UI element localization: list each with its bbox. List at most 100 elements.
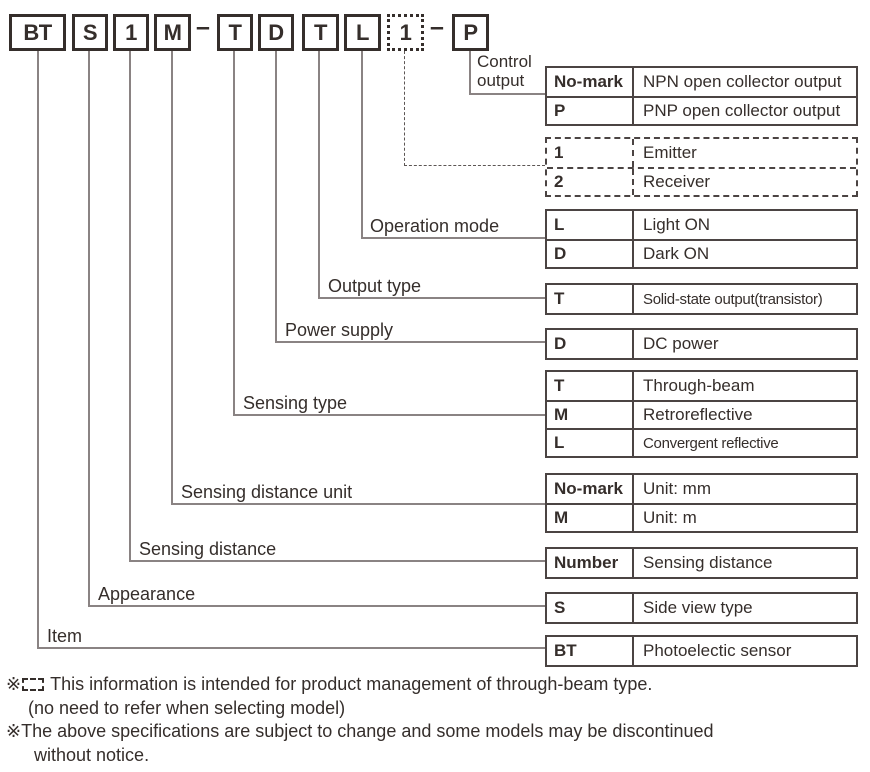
code-cell: 2 — [547, 169, 634, 195]
label-sensing-distance-unit: Sensing distance unit — [181, 482, 353, 502]
code-box-1-dashed: 1 — [387, 14, 424, 51]
desc-cell: NPN open collector output — [643, 72, 842, 91]
connector-appearance — [88, 51, 90, 607]
desc-cell: Through-beam — [643, 376, 755, 395]
connector-sensing-distance-unit — [171, 51, 173, 505]
code-cell: No-mark — [547, 475, 634, 503]
connector-power-supply — [275, 51, 277, 343]
table-row: P PNP open collector output — [547, 96, 856, 124]
desc-cell: Sensing distance — [643, 553, 773, 572]
reference-mark: ※ — [6, 721, 22, 741]
footer-notes: ※ This information is intended for produc… — [6, 673, 866, 767]
connector-sensing-distance-h — [129, 560, 545, 562]
code-cell: P — [547, 98, 634, 124]
code-box-p: P — [452, 14, 489, 51]
code-cell: M — [547, 402, 634, 428]
code-box-s: S — [72, 14, 108, 51]
dashed-box-icon — [22, 678, 45, 691]
table-sensing-distance-unit: No-mark Unit: mm M Unit: m — [545, 473, 858, 533]
connector-operation-mode — [361, 51, 363, 239]
code-cell: D — [547, 241, 634, 267]
note-1-subtext: (no need to refer when selecting model) — [28, 697, 346, 718]
code-cell: 1 — [547, 139, 634, 167]
connector-power-supply-h — [275, 341, 545, 343]
code-cell: Number — [547, 549, 634, 577]
connector-beam-role-h-dashed — [404, 165, 545, 166]
desc-cell: Unit: mm — [643, 479, 711, 498]
connector-item-h — [37, 647, 545, 649]
desc-cell: PNP open collector output — [643, 101, 841, 120]
label-item: Item — [47, 626, 83, 646]
code-cell: D — [547, 330, 634, 358]
connector-item — [37, 51, 39, 649]
desc-cell: DC power — [643, 334, 719, 353]
code-box-t2: T — [302, 14, 339, 51]
label-control-output-line2: output — [477, 71, 525, 90]
code-cell: No-mark — [547, 68, 634, 96]
table-control-output: No-mark NPN open collector output P PNP … — [545, 66, 858, 126]
code-box-t1: T — [217, 14, 253, 51]
connector-appearance-h — [88, 605, 545, 607]
table-row: L Convergent reflective — [547, 428, 856, 456]
code-box-l: L — [344, 14, 381, 51]
table-row: M Retroreflective — [547, 400, 856, 428]
connector-beam-role-dashed — [404, 51, 405, 166]
label-power-supply: Power supply — [285, 320, 394, 340]
connector-control-output-h — [469, 93, 545, 95]
table-row: D Dark ON — [547, 239, 856, 267]
table-row: BT Photoelectic sensor — [547, 637, 856, 665]
label-control-output-line1: Control — [477, 52, 532, 71]
code-box-bt: BT — [9, 14, 66, 51]
code-cell: S — [547, 594, 634, 622]
connector-sensing-distance — [129, 51, 131, 562]
connector-output-type-h — [318, 297, 545, 299]
code-cell: T — [547, 285, 634, 313]
table-sensing-type: T Through-beam M Retroreflective L Conve… — [545, 370, 858, 458]
code-box-1: 1 — [113, 14, 149, 51]
label-control-output: Control output — [477, 52, 532, 90]
table-item: BT Photoelectic sensor — [545, 635, 858, 667]
table-row: No-mark NPN open collector output — [547, 68, 856, 96]
desc-cell: Light ON — [643, 215, 711, 234]
table-beam-role: 1 Emitter 2 Receiver — [545, 137, 858, 197]
code-cell: L — [547, 430, 634, 456]
connector-sensing-distance-unit-h — [171, 503, 545, 505]
desc-cell: Retroreflective — [643, 405, 753, 424]
note-1-text: This information is intended for product… — [50, 674, 653, 694]
table-power-supply: D DC power — [545, 328, 858, 360]
code-cell: M — [547, 505, 634, 531]
note-line-2: ※The above specifications are subject to… — [6, 720, 866, 744]
label-output-type: Output type — [328, 276, 422, 296]
table-operation-mode: L Light ON D Dark ON — [545, 209, 858, 269]
label-operation-mode: Operation mode — [370, 216, 500, 236]
table-row: D DC power — [547, 330, 856, 358]
table-row: L Light ON — [547, 211, 856, 239]
desc-cell: Emitter — [643, 143, 697, 162]
desc-cell: Side view type — [643, 598, 753, 617]
code-cell: L — [547, 211, 634, 239]
code-box-m: M — [154, 14, 191, 51]
table-row: S Side view type — [547, 594, 856, 622]
desc-cell: Solid-state output(transistor) — [643, 290, 823, 308]
note-line-1: ※This information is intended for produc… — [6, 673, 866, 697]
desc-cell: Convergent reflective — [643, 434, 779, 452]
code-cell: BT — [547, 637, 634, 665]
label-sensing-type: Sensing type — [243, 393, 348, 413]
code-cell: T — [547, 372, 634, 400]
table-appearance: S Side view type — [545, 592, 858, 624]
connector-operation-mode-h — [361, 237, 545, 239]
table-output-type: T Solid-state output(transistor) — [545, 283, 858, 315]
connector-control-output — [469, 51, 471, 95]
connector-sensing-type-h — [233, 414, 545, 416]
table-row: T Solid-state output(transistor) — [547, 285, 856, 313]
table-row: No-mark Unit: mm — [547, 475, 856, 503]
table-row: 1 Emitter — [547, 139, 856, 167]
table-row: T Through-beam — [547, 372, 856, 400]
code-separator-dash: – — [196, 13, 210, 41]
table-row: 2 Receiver — [547, 167, 856, 195]
code-separator-dash: – — [430, 13, 444, 41]
label-sensing-distance: Sensing distance — [139, 539, 277, 559]
desc-cell: Unit: m — [643, 508, 697, 527]
connector-sensing-type — [233, 51, 235, 416]
